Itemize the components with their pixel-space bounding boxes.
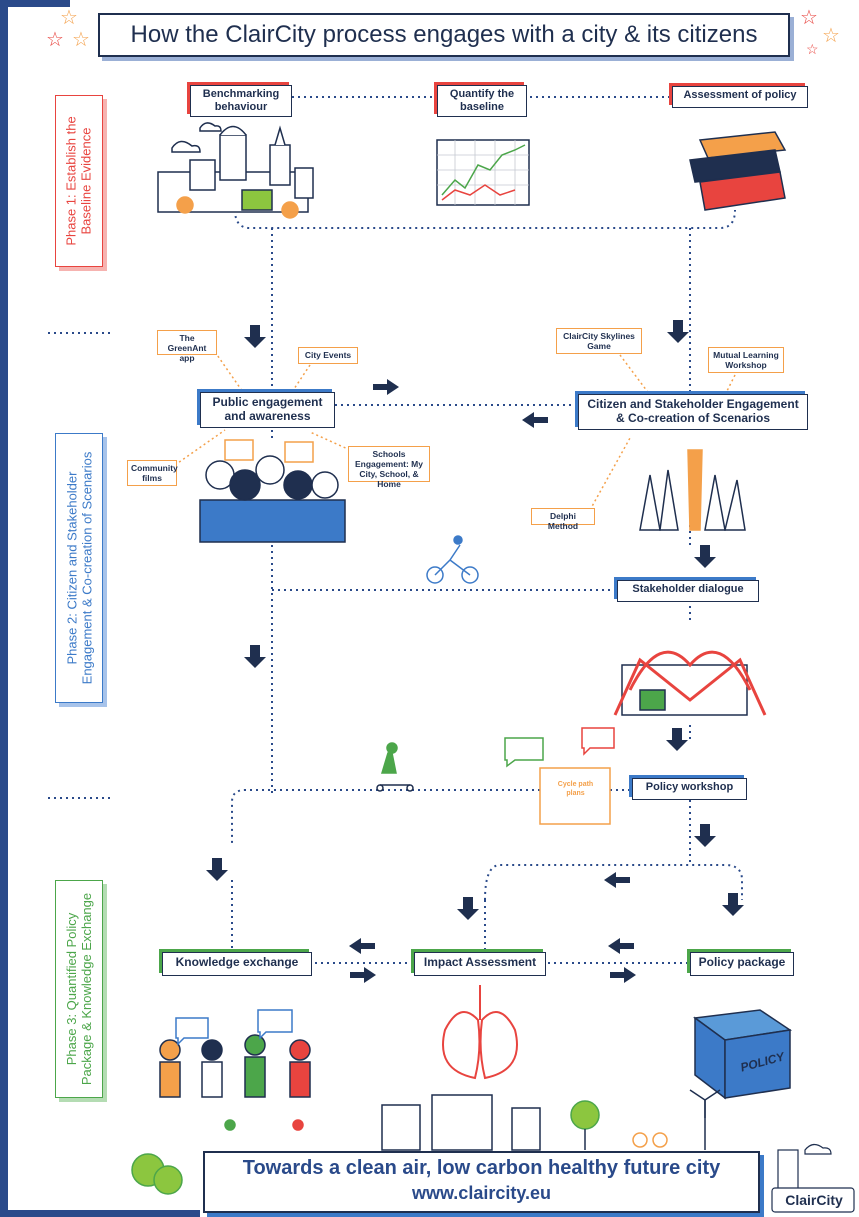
policy-box-illustration bbox=[693, 1009, 793, 1100]
label-schools-engagement: Schools Engagement: My City, School, & H… bbox=[348, 446, 430, 489]
label-city-events: City Events bbox=[298, 347, 358, 364]
label-policy-workshop: Policy workshop bbox=[632, 778, 747, 800]
frame-top bbox=[0, 0, 70, 7]
phase-2-label: Phase 2: Citizen and Stakeholder Engagem… bbox=[55, 433, 103, 703]
label-delphi-method: Delphi Method bbox=[531, 508, 595, 531]
phase-3-label: Phase 3: Quantified Policy Package & Kno… bbox=[55, 880, 103, 1098]
people-exchange-illustration bbox=[159, 1009, 311, 1098]
people-group-illustration bbox=[199, 439, 346, 543]
label-cycle-path-plans: Cycle path plans bbox=[557, 781, 594, 797]
label-stakeholder-dialogue: Stakeholder dialogue bbox=[617, 580, 759, 602]
frame-left bbox=[0, 0, 8, 1217]
label-benchmarking-behaviour: Benchmarking behaviour bbox=[190, 85, 292, 117]
star-icon: ☆ bbox=[72, 29, 90, 51]
label-greenant-app: The GreenAnt app bbox=[157, 330, 217, 363]
star-icon: ☆ bbox=[800, 7, 818, 29]
star-icon: ☆ bbox=[806, 41, 819, 57]
footer-tagline: Towards a clean air, low carbon healthy … bbox=[242, 1157, 721, 1179]
raised-hands-illustration bbox=[639, 449, 746, 531]
label-mutual-learning-workshop: Mutual Learning Workshop bbox=[708, 347, 784, 373]
claircity-logo-icon bbox=[771, 1143, 855, 1213]
city-illustration bbox=[157, 122, 314, 219]
star-icon: ☆ bbox=[822, 25, 840, 47]
label-community-films: Community films bbox=[127, 460, 178, 486]
heart-hands-illustration bbox=[613, 650, 767, 716]
books-illustration bbox=[689, 131, 787, 211]
star-icon: ☆ bbox=[60, 7, 78, 29]
phase-1-label: Phase 1: Establish the Baseline Evidence bbox=[55, 95, 103, 267]
claircity-logo-text: ClairCity bbox=[785, 1192, 843, 1208]
label-policy-package: Policy package bbox=[690, 952, 794, 976]
star-icon: ☆ bbox=[46, 29, 64, 51]
label-citizen-stakeholder-engagement: Citizen and Stakeholder Engagement & Co-… bbox=[578, 394, 808, 430]
footer-city-illustration bbox=[131, 1089, 721, 1195]
label-skylines-game: ClairCity Skylines Game bbox=[556, 328, 642, 354]
speech-bubble-icon bbox=[504, 737, 544, 768]
lungs-illustration bbox=[442, 985, 518, 1080]
label-assessment-of-policy: Assessment of policy bbox=[672, 86, 808, 108]
frame-bottom-left bbox=[0, 1210, 200, 1217]
label-knowledge-exchange: Knowledge exchange bbox=[162, 952, 312, 976]
speech-bubble-icon bbox=[581, 727, 615, 756]
cyclist-illustration bbox=[426, 535, 479, 584]
page-title: How the ClairCity process engages with a… bbox=[98, 13, 790, 57]
label-public-engagement: Public engagement and awareness bbox=[200, 392, 335, 428]
label-impact-assessment: Impact Assessment bbox=[414, 952, 546, 976]
baseline-chart-illustration bbox=[436, 139, 530, 206]
footer-banner: Towards a clean air, low carbon healthy … bbox=[203, 1151, 760, 1213]
label-quantify-baseline: Quantify the baseline bbox=[437, 85, 527, 117]
frame-bottom-right bbox=[600, 1210, 760, 1217]
scooter-illustration bbox=[376, 742, 414, 792]
footer-url[interactable]: www.claircity.eu bbox=[411, 1183, 552, 1203]
